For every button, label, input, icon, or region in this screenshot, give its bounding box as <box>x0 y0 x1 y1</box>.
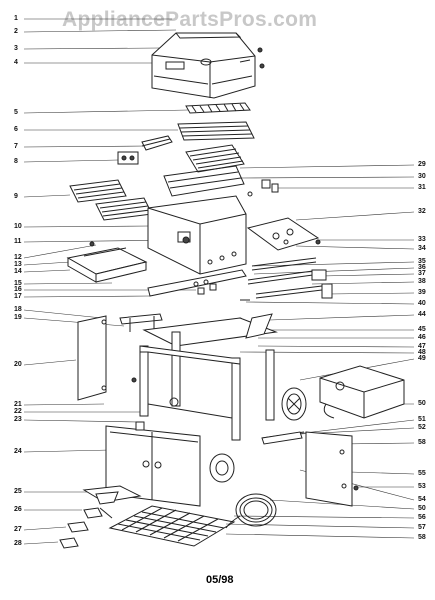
callout-54: 54 <box>418 496 426 503</box>
callout-17: 17 <box>14 293 22 300</box>
callout-57: 57 <box>418 524 426 531</box>
callout-28: 28 <box>14 540 22 547</box>
callout-49: 49 <box>418 355 426 362</box>
callout-9: 9 <box>14 193 18 200</box>
callout-31: 31 <box>418 184 426 191</box>
callout-34: 34 <box>418 245 426 252</box>
callout-45: 45 <box>418 326 426 333</box>
wheel-front-part <box>135 421 235 483</box>
callout-24: 24 <box>14 448 22 455</box>
callout-48: 48 <box>418 349 426 356</box>
callout-16: 16 <box>14 286 22 293</box>
callout-10: 10 <box>14 223 22 230</box>
callout-25: 25 <box>14 488 22 495</box>
callout-23: 23 <box>14 416 22 423</box>
warming-rack-part <box>185 102 251 114</box>
screws-part <box>89 47 359 491</box>
callout-32: 32 <box>418 208 426 215</box>
callout-56: 56 <box>418 514 426 521</box>
callout-12: 12 <box>14 254 22 261</box>
lp-tank-part <box>319 365 405 419</box>
callout-8: 8 <box>14 158 18 165</box>
callout-5: 5 <box>14 109 18 116</box>
callout-53: 53 <box>418 483 426 490</box>
callout-1: 1 <box>14 15 18 22</box>
date-code: 05/98 <box>206 574 234 586</box>
callout-40: 40 <box>418 300 426 307</box>
callout-29: 29 <box>418 161 426 168</box>
callout-30: 30 <box>418 173 426 180</box>
callout-11: 11 <box>14 238 22 245</box>
callout-38: 38 <box>418 278 426 285</box>
callout-36: 36 <box>418 264 426 271</box>
gas-hose-part <box>225 493 277 529</box>
fittings-part <box>247 179 279 197</box>
drip-tray-part <box>59 485 142 549</box>
callout-20: 20 <box>14 361 22 368</box>
callout-55: 55 <box>418 470 426 477</box>
door-part <box>105 425 201 507</box>
cooking-grate-part <box>177 121 255 141</box>
callout-58-lower: 58 <box>418 534 426 541</box>
callout-21: 21 <box>14 401 22 408</box>
callout-26: 26 <box>14 506 22 513</box>
watermark: AppliancePartsPros.com <box>62 8 318 31</box>
callout-51: 51 <box>418 416 426 423</box>
callout-18: 18 <box>14 306 22 313</box>
callout-6: 6 <box>14 126 18 133</box>
callout-22: 22 <box>14 408 22 415</box>
plate-part <box>246 217 320 251</box>
lid-part <box>151 32 256 99</box>
callout-47: 47 <box>418 343 426 350</box>
callout-35: 35 <box>418 258 426 265</box>
callout-33: 33 <box>418 236 426 243</box>
callout-50: 50 <box>418 400 426 407</box>
callout-7: 7 <box>14 143 18 150</box>
callout-37: 37 <box>418 270 426 277</box>
callout-58-upper: 58 <box>418 439 426 446</box>
bracket-part <box>119 313 163 332</box>
small-bracket-part <box>117 151 139 165</box>
side-grates-part <box>69 179 153 221</box>
callout-14: 14 <box>14 268 22 275</box>
callout-2: 2 <box>14 28 18 35</box>
flavorizer-bar-part <box>141 135 173 151</box>
left-panel-part <box>77 315 107 401</box>
wheel-right-part <box>281 387 307 421</box>
callout-3: 3 <box>14 45 18 52</box>
callout-50-lower: 50 <box>418 505 426 512</box>
callout-44: 44 <box>418 311 426 318</box>
callout-19: 19 <box>14 314 22 321</box>
callout-4: 4 <box>14 59 18 66</box>
callout-52: 52 <box>418 424 426 431</box>
bottom-shelf-part <box>108 505 236 547</box>
callout-15: 15 <box>14 280 22 287</box>
cookbox-part <box>147 195 247 275</box>
side-table-part <box>66 247 148 283</box>
callout-46: 46 <box>418 334 426 341</box>
callout-39: 39 <box>418 289 426 296</box>
burner-tubes-part <box>237 257 333 323</box>
cart-frame-part <box>139 313 278 441</box>
right-panel-part <box>261 431 353 507</box>
callout-27: 27 <box>14 526 22 533</box>
front-bar-part <box>147 269 247 297</box>
callout-13: 13 <box>14 261 22 268</box>
flavorizer-bars-part <box>163 144 245 197</box>
